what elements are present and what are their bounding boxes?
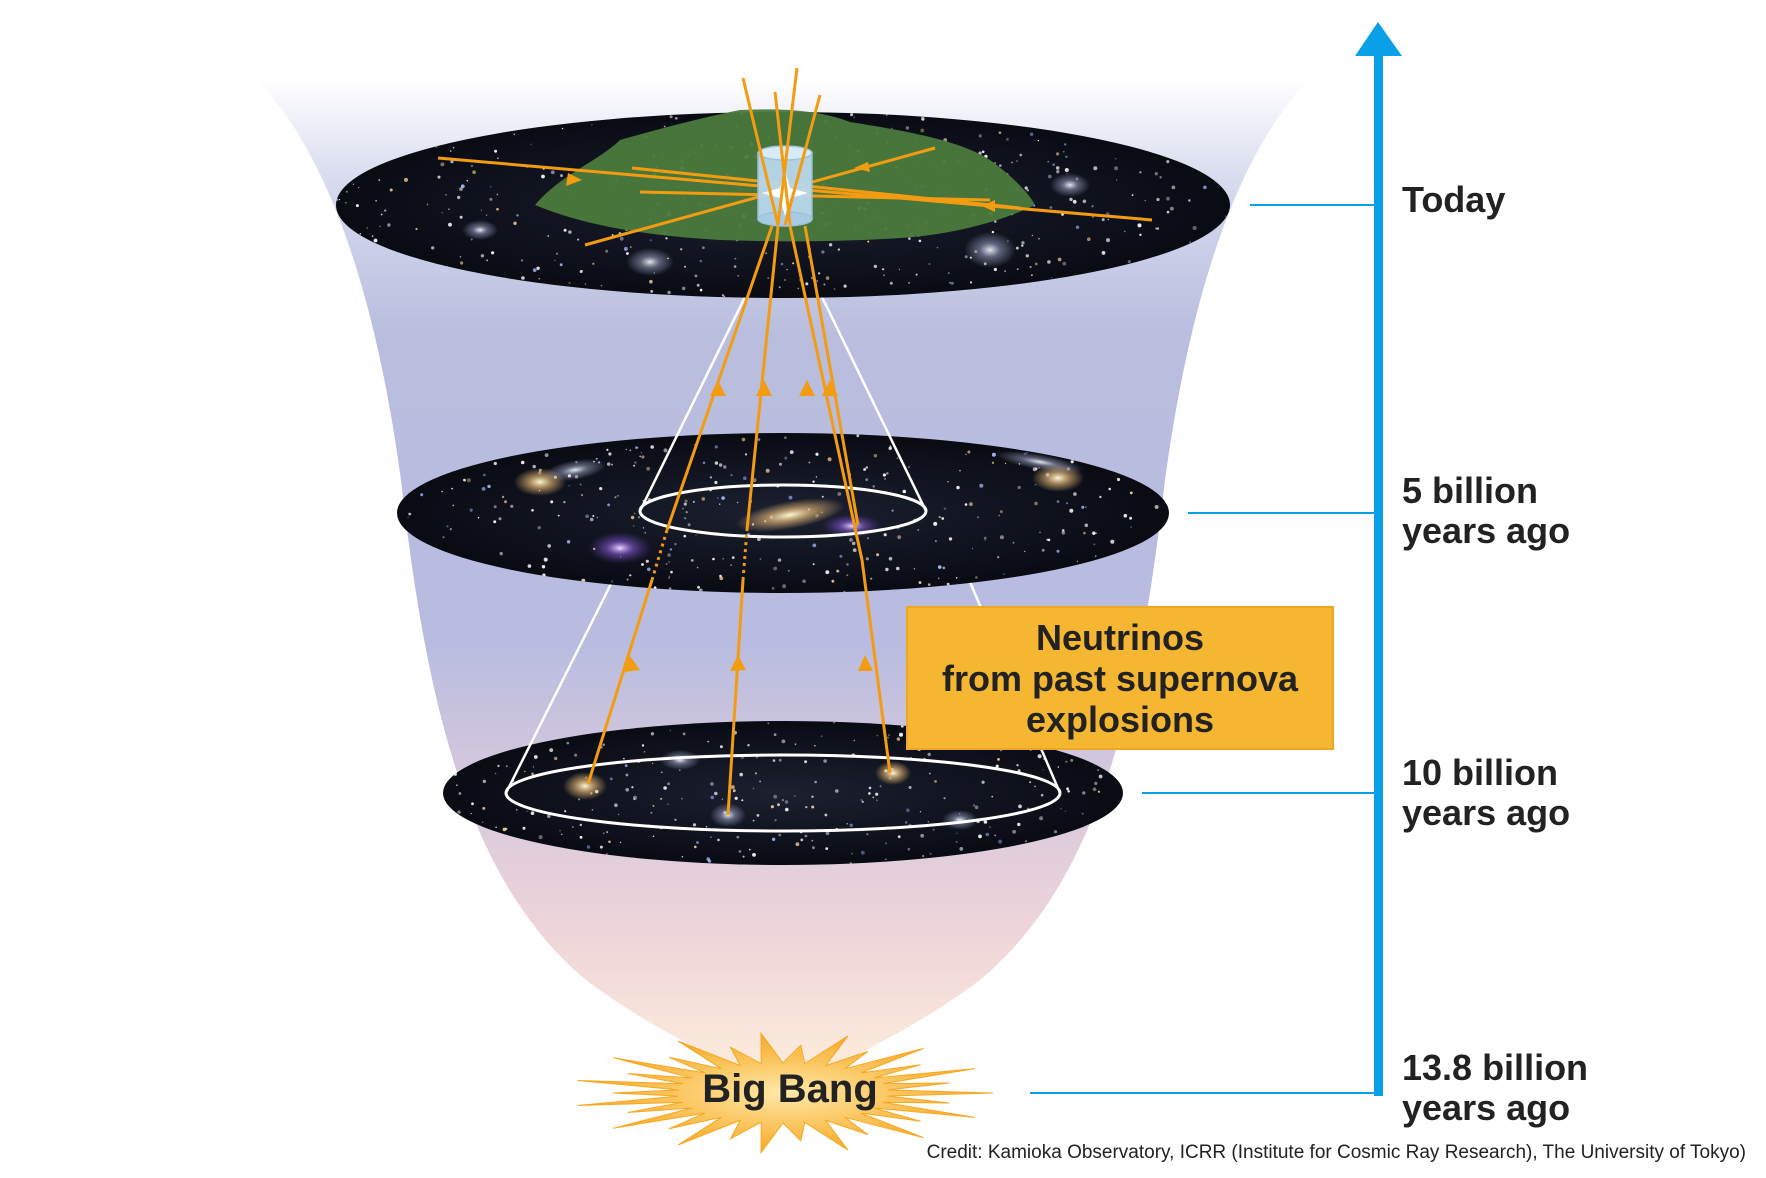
big-bang-label: Big Bang xyxy=(702,1067,878,1111)
timeline-label-10-billion: 10 billion years ago xyxy=(1402,752,1571,833)
callout-line: Neutrinos xyxy=(1035,616,1204,658)
timeline-label-13-8-billion: 13.8 billion years ago xyxy=(1402,1047,1589,1128)
neutrino-callout: Neutrinos from past supernova explosions xyxy=(906,606,1334,750)
disk-10-billion-years xyxy=(443,721,1123,865)
callout-line: explosions xyxy=(1025,698,1215,740)
neutrino-arrowheads xyxy=(624,380,873,672)
neutrino-arrowheads-today xyxy=(566,162,995,212)
timeline-label-today: Today xyxy=(1402,179,1506,220)
neutrino-paths xyxy=(586,225,892,816)
big-bang-burst xyxy=(577,1031,994,1155)
timeline-connectors xyxy=(1030,204,1378,1094)
cone-upper xyxy=(638,296,928,512)
callout-line: from past supernova xyxy=(941,657,1299,699)
credit-text: Credit: Kamioka Observatory, ICRR (Insti… xyxy=(926,1142,1746,1163)
timeline-arrow xyxy=(1355,22,1402,1096)
timeline-label-5-billion: 5 billion years ago xyxy=(1402,470,1571,551)
disk-5-billion-years xyxy=(397,433,1169,593)
neutrino-beams-top xyxy=(741,67,822,226)
